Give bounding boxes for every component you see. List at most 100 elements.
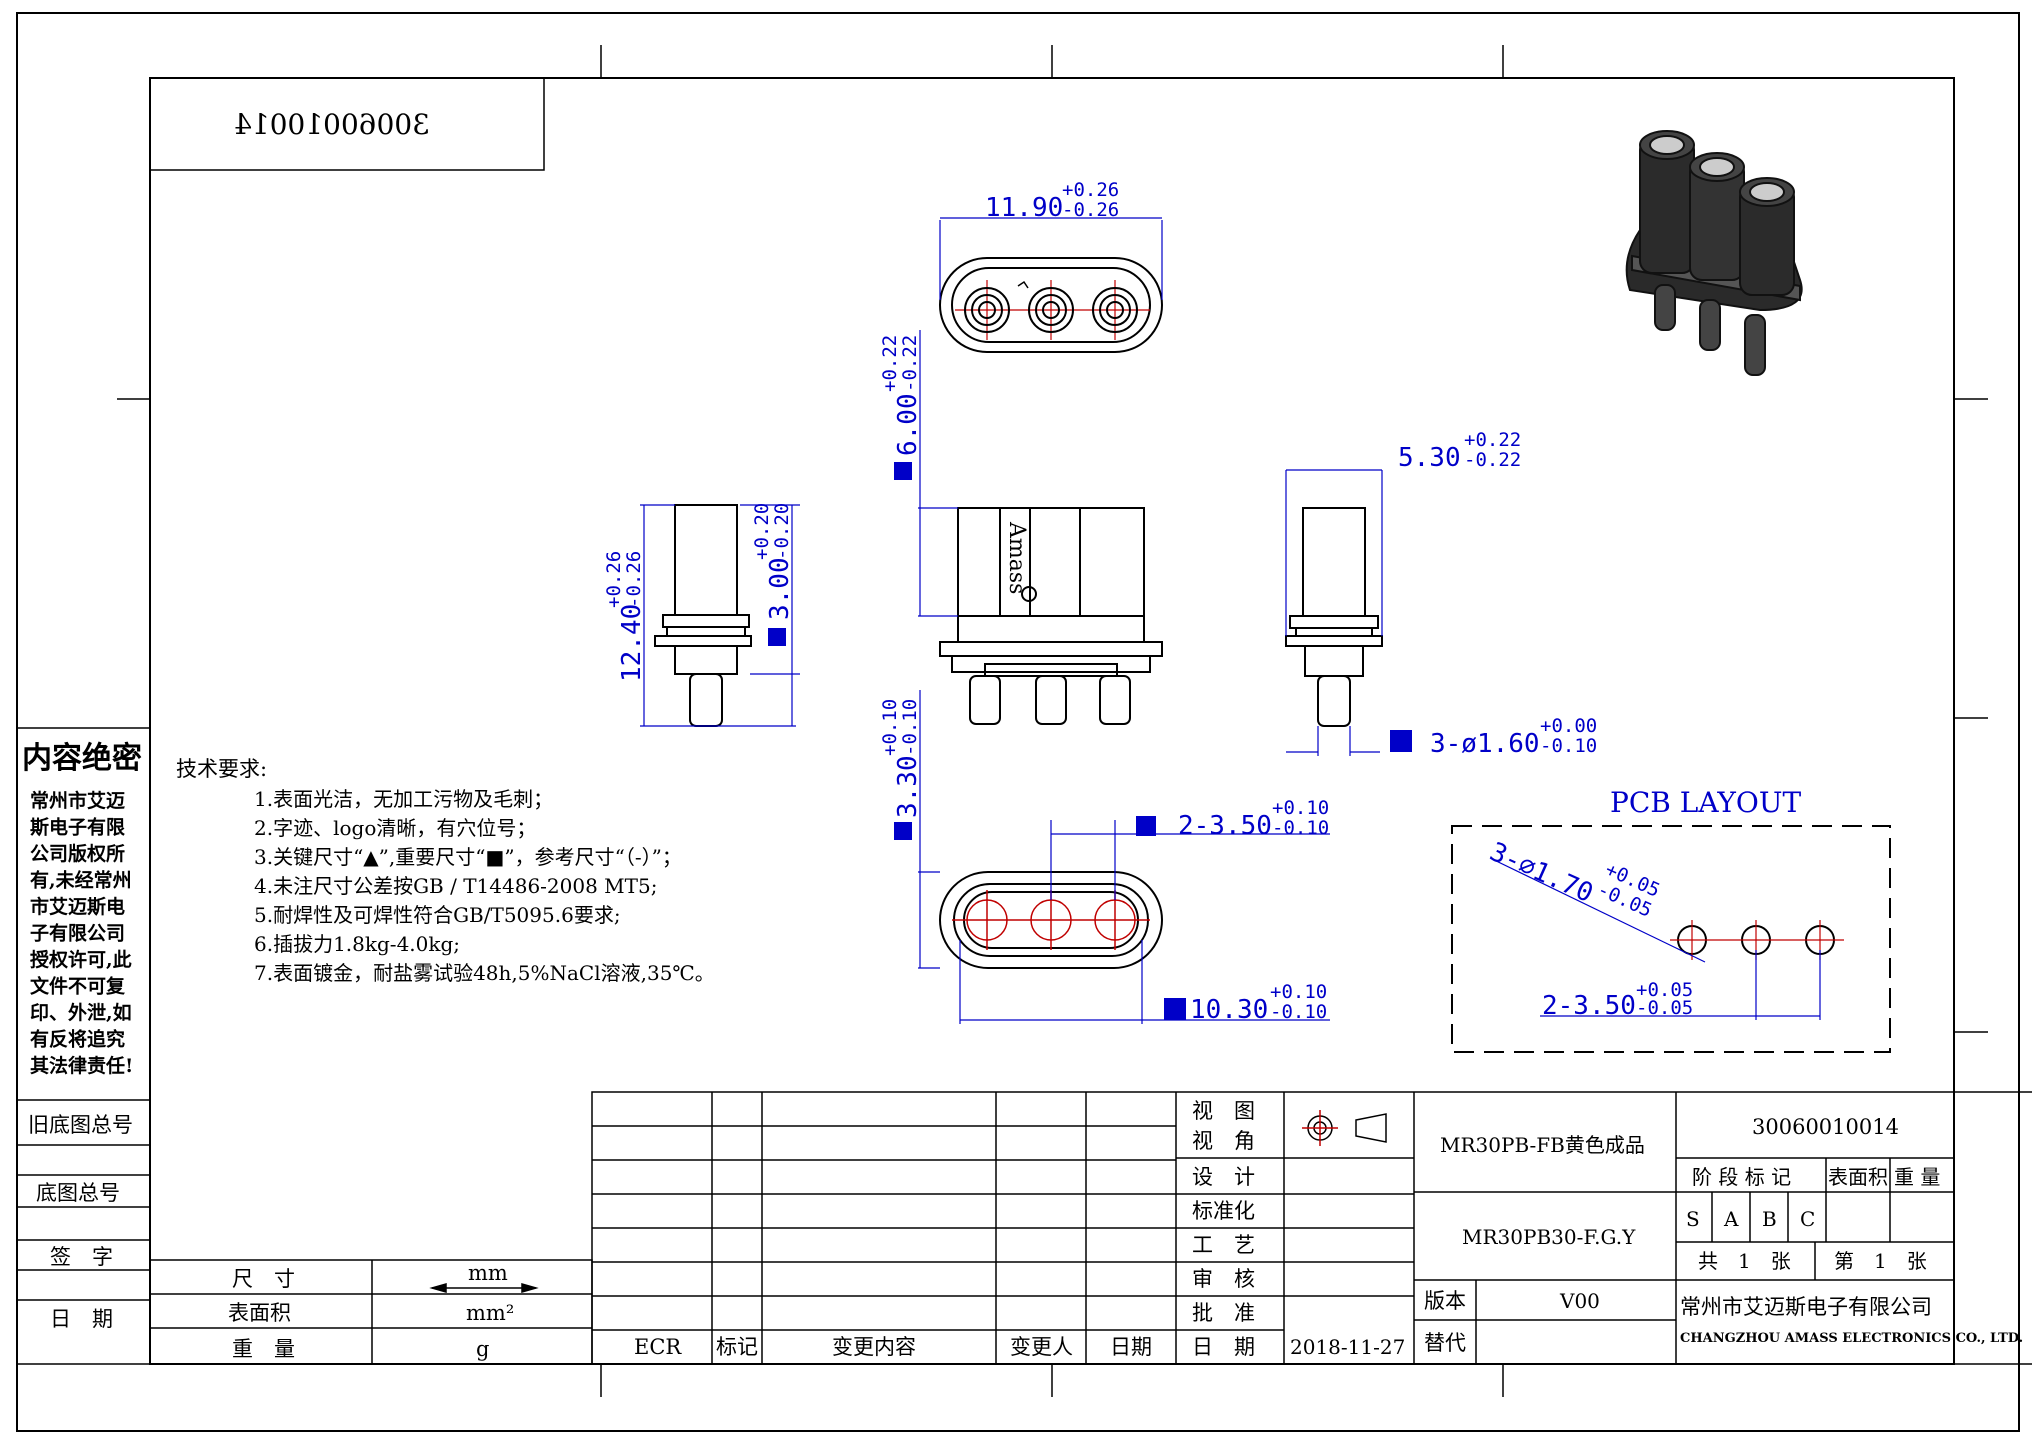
confidential-line: 有,未经常州 <box>30 869 132 892</box>
weight-col: 重 量 <box>1894 1165 1940 1189</box>
confidential-line: 其法律责任! <box>30 1054 133 1077</box>
product-name: MR30PB-FB黄色成品 <box>1440 1133 1645 1157</box>
pcb-hole-dim: 3-∅1.70 <box>1485 837 1597 909</box>
dim-6-00-lines <box>918 330 958 617</box>
dim-3-30-tol-dn: -0.10 <box>899 699 921 756</box>
process-label: 工 艺 <box>1192 1233 1255 1257</box>
dim-12-40: 12.40 <box>617 604 647 682</box>
area-unit: mm² <box>466 1301 514 1325</box>
dim-10-30: 10.30 <box>1190 995 1268 1025</box>
dim-5-30-lines <box>1285 469 1383 756</box>
area-col: 表面积 <box>1828 1165 1888 1189</box>
important-mark <box>1136 816 1156 836</box>
sign-label: 签 字 <box>50 1245 113 1269</box>
tech-req-list: 1.表面光洁，无加工污物及毛刺； 2.字迹、logo清晰，有穴位号； 3.关键尺寸“… <box>254 787 715 985</box>
dim-pin-dia: 3-ø1.60 <box>1430 729 1540 759</box>
dim-12-40-tol-dn: -0.26 <box>623 551 645 608</box>
important-mark <box>1164 998 1186 1020</box>
tech-req-title: 技术要求: <box>176 757 267 781</box>
dim-pitch: 2-3.50 <box>1178 811 1272 841</box>
total-sheets: 共 1 张 <box>1698 1249 1791 1273</box>
pcb-pitch-tol-dn: -0.05 <box>1636 997 1693 1019</box>
pcb-layout-box <box>1451 825 1891 1053</box>
stage-b: B <box>1762 1207 1777 1231</box>
tech-req-item: 5.耐焊性及可焊性符合GB/T5095.6要求; <box>254 903 621 927</box>
date-value: 2018-11-27 <box>1290 1335 1405 1359</box>
dim-3-30-tol-up: +0.10 <box>879 699 901 756</box>
confidential-line: 文件不可复 <box>30 975 126 998</box>
company-en: CHANGZHOU AMASS ELECTRONICS CO., LTD. <box>1680 1331 2023 1346</box>
size-label: 尺 寸 <box>232 1267 295 1291</box>
date-header: 日期 <box>1110 1335 1152 1359</box>
front-view: Amass <box>939 507 1163 725</box>
view-angle-label: 视 角 <box>1192 1129 1255 1153</box>
zone-ticks <box>117 45 1988 1397</box>
dim-11-90-tol-dn: -0.26 <box>1062 199 1119 221</box>
tech-req-item: 3.关键尺寸“▲”,重要尺寸“■”，参考尺寸“（-）”； <box>254 845 682 869</box>
important-mark <box>768 628 786 646</box>
svg-text:Amass: Amass <box>1004 521 1029 594</box>
dim-10-30-tol-up: +0.10 <box>1270 981 1327 1003</box>
dim-pin-dia-tol-up: +0.00 <box>1540 715 1597 737</box>
stage-c: C <box>1800 1207 1815 1231</box>
version-label: 版本 <box>1424 1289 1466 1313</box>
pcb-dim-lines <box>1489 857 1821 1020</box>
replace-label: 替代 <box>1424 1331 1466 1355</box>
pcb-layout-title: PCB LAYOUT <box>1610 786 1801 819</box>
important-mark <box>1390 730 1412 752</box>
confidential-line: 斯电子有限 <box>30 816 125 839</box>
old-drawing-no-label: 旧底图总号 <box>28 1113 133 1137</box>
drawing-no-label: 底图总号 <box>36 1181 120 1205</box>
top-view <box>939 257 1163 353</box>
stage-a: A <box>1723 1207 1739 1231</box>
pcb-pitch-dim: 2-3.50 <box>1542 991 1636 1021</box>
dim-12-40-tol-up: +0.26 <box>603 551 625 608</box>
size-unit: mm <box>468 1261 508 1285</box>
dim-pitch-tol-dn: -0.10 <box>1272 817 1329 839</box>
dim-12-40-lines <box>640 504 800 727</box>
dim-11-90-lines <box>939 217 1163 300</box>
dim-pitch-tol-up: +0.10 <box>1272 797 1329 819</box>
side-panel <box>16 727 151 1365</box>
confidential-title: 内容绝密 <box>22 741 142 776</box>
part-number-box <box>149 77 545 171</box>
date-label-tb: 日 期 <box>1192 1335 1255 1359</box>
change-header: 变更内容 <box>832 1335 916 1359</box>
changer-header: 变更人 <box>1010 1335 1073 1359</box>
design-label: 设 计 <box>1192 1165 1255 1189</box>
tech-req-item: 1.表面光洁，无加工污物及毛刺； <box>254 787 553 811</box>
confidential-line: 授权许可,此 <box>30 948 132 971</box>
standard-label: 标准化 <box>1192 1199 1255 1223</box>
tech-req-item: 2.字迹、logo清晰，有穴位号； <box>254 816 536 840</box>
tech-req-item: 4.未注尺寸公差按GB / T14486-2008 MT5; <box>254 874 657 898</box>
weight-unit: g <box>476 1337 489 1361</box>
dim-11-90: 11.90 <box>985 193 1063 223</box>
dim-6-00-tol-dn: -0.22 <box>899 335 921 392</box>
left-side-view <box>654 504 752 727</box>
company-cn: 常州市艾迈斯电子有限公司 <box>1680 1295 1932 1319</box>
confidential-line: 有反将追究 <box>30 1028 125 1051</box>
weight-label: 重 量 <box>232 1337 295 1361</box>
pcb-pitch-tol-up: +0.05 <box>1636 979 1693 1001</box>
dim-3-00-tol-up: +0.20 <box>751 503 773 560</box>
confidential-line: 常州市艾迈 <box>30 789 125 812</box>
dim-pin-dia-tol-dn: -0.10 <box>1540 735 1597 757</box>
dim-5-30-tol-dn: -0.22 <box>1464 449 1521 471</box>
mark-header: 标记 <box>716 1335 758 1359</box>
dim-10-30-tol-dn: -0.10 <box>1270 1001 1327 1023</box>
important-mark <box>894 462 912 480</box>
pcb-holes <box>1670 920 1844 960</box>
dim-6-00-tol-up: +0.22 <box>879 335 901 392</box>
important-mark <box>894 822 912 840</box>
version-value: V00 <box>1559 1289 1600 1313</box>
area-label: 表面积 <box>228 1301 291 1325</box>
dim-5-30: 5.30 <box>1398 443 1461 473</box>
confidential-line: 子有限公司 <box>30 922 125 945</box>
date-label-side: 日 期 <box>50 1307 113 1331</box>
projection-symbol-icon <box>1302 1110 1387 1146</box>
ecr-header: ECR <box>634 1335 682 1359</box>
tech-req-item: 6.插拔力1.8kg-4.0kg; <box>254 932 460 956</box>
tech-req-item: 7.表面镀金，耐盐雾试验48h,5%NaCl溶液,35℃。 <box>254 961 715 985</box>
model-number: MR30PB30-F.G.Y <box>1462 1225 1636 1249</box>
